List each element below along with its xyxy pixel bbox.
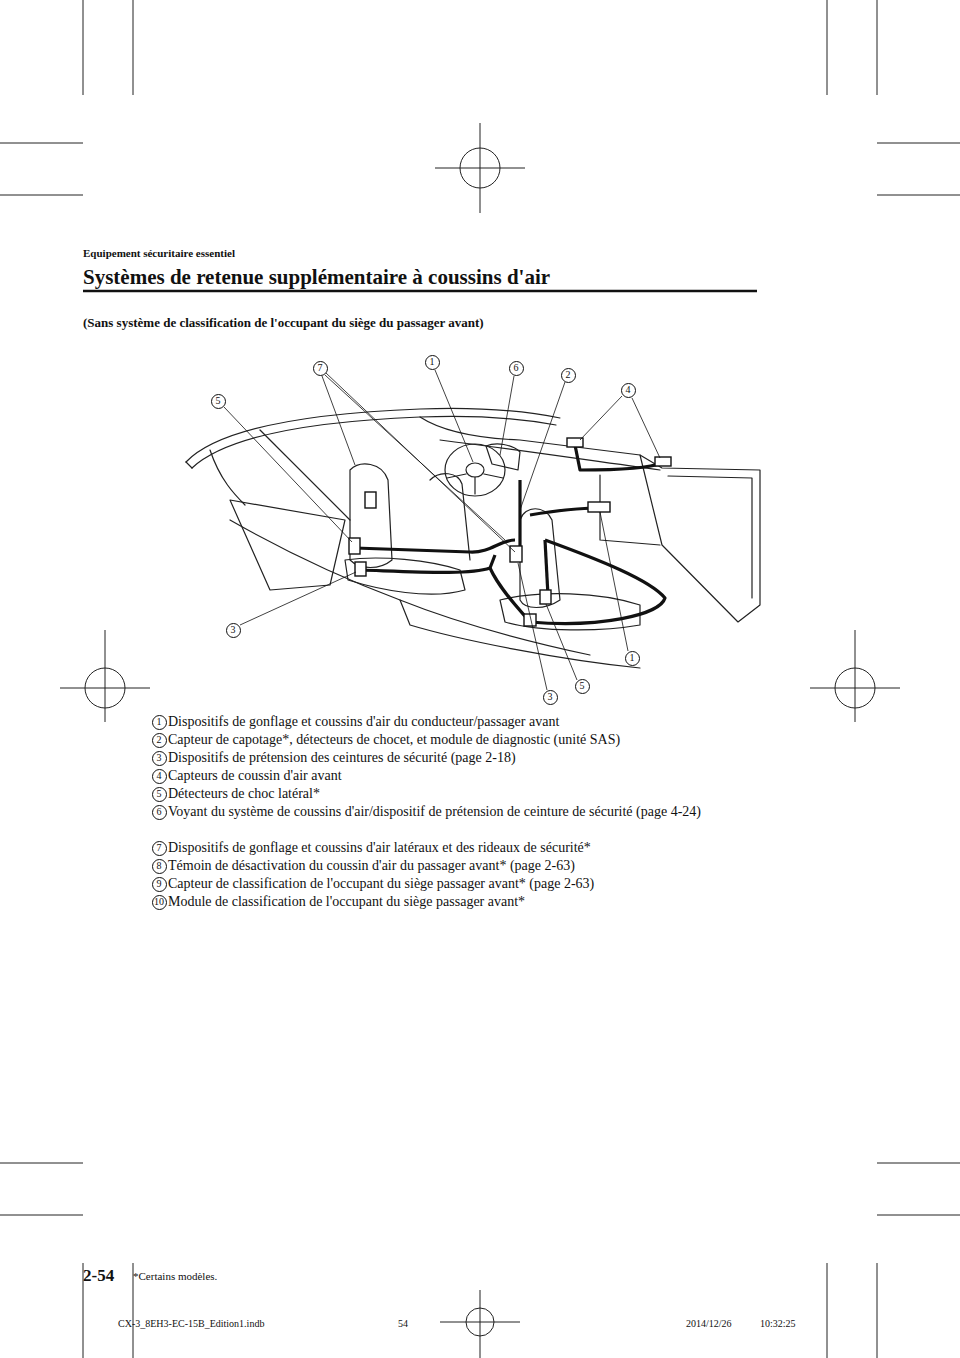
sensor-modules [349,438,671,626]
leader-lines [224,370,660,690]
legend-item-text: Module de classification de l'occupant d… [168,893,760,911]
list-bullet-number: 4 [152,769,167,784]
number-text: 5 [580,681,585,691]
legend-item-text: Capteur de classification de l'occupant … [168,875,760,893]
number-text: 6 [157,807,162,817]
legend-item-text: Détecteurs de choc latéral* [168,785,760,803]
callout-number: 1 [625,651,640,666]
print-info: 54 [398,1318,408,1331]
legend-item-text: Capteurs de coussin d'air avant [168,767,760,785]
legend-item-text: Dispositifs de gonflage et coussins d'ai… [168,713,760,731]
number-text: 5 [216,396,221,406]
number-text: 7 [157,843,162,853]
page-title: Systèmes de retenue supplémentaire à cou… [83,264,550,290]
number-text: 1 [630,653,635,663]
number-text: 4 [157,771,162,781]
callout-number: 5 [575,679,590,694]
callout-number: 2 [561,368,576,383]
number-text: 7 [318,363,323,373]
title-rule [83,290,757,293]
harness-wiring [355,445,665,623]
number-text: 4 [626,385,631,395]
number-text: 9 [157,879,162,889]
list-bullet-number: 9 [152,877,167,892]
list-bullet-number: 1 [152,715,167,730]
number-text: 2 [157,735,162,745]
callout-number: 7 [313,361,328,376]
list-bullet-number: 5 [152,787,167,802]
page-number: 2-54 [83,1265,114,1286]
number-text: 1 [157,717,162,727]
number-text: 8 [157,861,162,871]
print-info: 2014/12/26 [686,1318,732,1331]
legend-item-text: Capteur de capotage*, détecteurs de choc… [168,731,760,749]
number-text: 3 [157,753,162,763]
callout-number: 4 [621,383,636,398]
number-text: 3 [548,692,553,702]
print-info: 10:32:25 [760,1318,796,1331]
list-bullet-number: 2 [152,733,167,748]
list-bullet-number: 7 [152,841,167,856]
number-text: 2 [566,370,571,380]
callout-number: 6 [509,361,524,376]
callout-number: 3 [226,623,241,638]
figure-subtitle: (Sans système de classification de l'occ… [83,315,484,331]
callout-number: 1 [425,355,440,370]
number-text: 3 [231,625,236,635]
list-bullet-number: 10 [152,895,167,910]
section-header: Equipement sécuritaire essentiel [83,247,235,261]
number-text: 6 [514,363,519,373]
list-bullet-number: 8 [152,859,167,874]
print-info: CX-3_8EH3-EC-15B_Edition1.indb [118,1318,264,1331]
legend-item-text: Voyant du système de coussins d'air/disp… [168,803,760,821]
legend-item-text: Dispositifs de prétension des ceintures … [168,749,760,767]
callout-number: 5 [211,394,226,409]
legend-item-text: Dispositifs de gonflage et coussins d'ai… [168,839,760,857]
callout-number: 3 [543,690,558,705]
footnote: *Certains modèles. [133,1270,217,1284]
number-text: 10 [154,897,164,907]
car-interior-illustration [186,408,760,668]
list-bullet-number: 6 [152,805,167,820]
number-text: 1 [430,357,435,367]
number-text: 5 [157,789,162,799]
list-bullet-number: 3 [152,751,167,766]
legend-item-text: Témoin de désactivation du coussin d'air… [168,857,760,875]
